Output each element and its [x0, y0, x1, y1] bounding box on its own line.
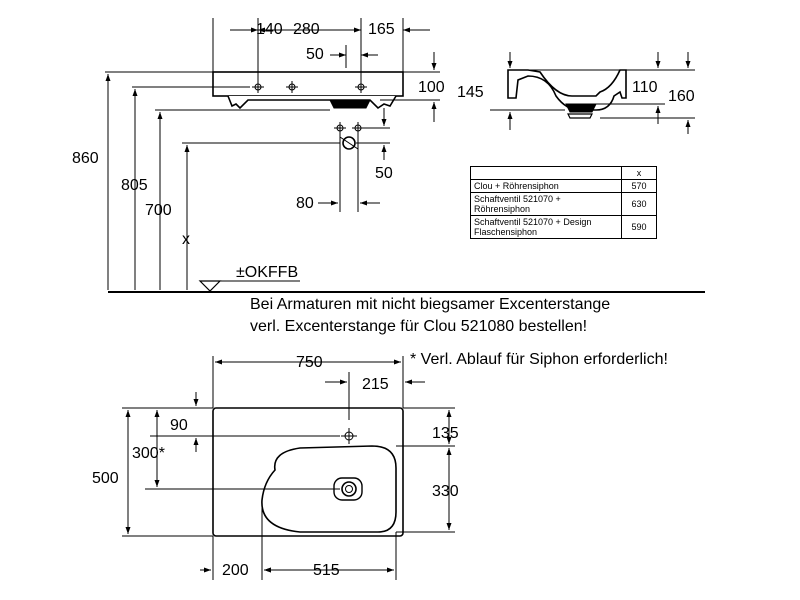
dim-165: 165 — [368, 21, 395, 38]
dim-300: 300* — [132, 445, 165, 462]
table-cell-name: Schaftventil 521070 + Design Flaschensip… — [470, 215, 622, 239]
dim-215: 215 — [362, 376, 389, 393]
floor-reference-label: ±OKFFB — [236, 264, 298, 281]
table-cell-value: 630 — [621, 192, 657, 216]
siphon-connection — [334, 122, 364, 150]
basin-front-profile — [212, 71, 404, 110]
dim-160: 160 — [668, 88, 695, 105]
dim-860: 860 — [72, 150, 99, 167]
siphon-height-table: x Clou + Röhrensiphon 570 Schaftventil 5… — [470, 166, 657, 239]
dim-100: 100 — [418, 79, 445, 96]
dim-145: 145 — [457, 84, 484, 101]
dim-135: 135 — [432, 425, 459, 442]
dim-50-siphon: 50 — [375, 165, 393, 182]
table-header-x: x — [621, 166, 657, 180]
dim-50-top: 50 — [306, 46, 324, 63]
dim-330: 330 — [432, 483, 459, 500]
note-star: * Verl. Ablauf für Siphon erforderlich! — [410, 351, 668, 368]
dim-90: 90 — [170, 417, 188, 434]
floor-marker — [198, 280, 222, 292]
dim-140: 140 — [256, 21, 283, 38]
basin-side-profile — [507, 69, 627, 111]
dim-110: 110 — [632, 79, 658, 96]
table-header-name — [470, 166, 622, 180]
table-header-row: x — [470, 166, 657, 180]
dim-200: 200 — [222, 562, 249, 579]
dim-500: 500 — [92, 470, 119, 487]
bowl-outline — [261, 445, 397, 533]
dim-805: 805 — [121, 177, 148, 194]
table-row: Clou + Röhrensiphon 570 — [470, 179, 657, 193]
dim-280: 280 — [293, 21, 320, 38]
table-row: Schaftventil 521070 + Röhrensiphon 630 — [470, 192, 657, 216]
dim-700: 700 — [145, 202, 172, 219]
note-line-1: Bei Armaturen mit nicht biegsamer Excent… — [250, 296, 610, 313]
table-row: Schaftventil 521070 + Design Flaschensip… — [470, 215, 657, 239]
note-line-2: verl. Excenterstange für Clou 521080 bes… — [250, 318, 587, 335]
dim-80: 80 — [296, 195, 314, 212]
top-view — [122, 356, 455, 580]
side-view — [490, 52, 695, 134]
front-view — [105, 18, 705, 293]
top-tap-hole — [341, 428, 357, 444]
table-cell-value: 570 — [621, 179, 657, 193]
table-cell-value: 590 — [621, 215, 657, 239]
tap-hole-marks — [252, 81, 367, 93]
table-cell-name: Schaftventil 521070 + Röhrensiphon — [470, 192, 622, 216]
table-cell-name: Clou + Röhrensiphon — [470, 179, 622, 193]
dim-515: 515 — [313, 562, 340, 579]
dim-750: 750 — [296, 354, 323, 371]
basin-top-outline — [212, 407, 404, 537]
dim-x: x — [182, 231, 190, 248]
